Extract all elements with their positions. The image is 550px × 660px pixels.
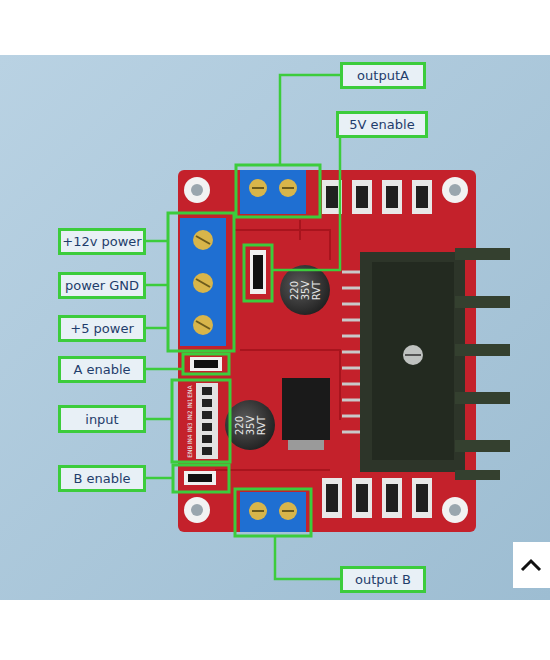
chip-pins [342, 272, 362, 432]
callout-box: 5V enable [336, 111, 428, 138]
capacitor [280, 265, 330, 315]
scroll-up-button [513, 542, 550, 588]
heatsink [342, 248, 510, 480]
callout-text: +12v power [62, 234, 141, 249]
callout-text: output B [355, 572, 411, 587]
callout-box: output B [340, 566, 426, 593]
capacitor-marking: 220 35V RVT [234, 409, 267, 441]
pin-name: ENB [186, 441, 193, 461]
capacitor-marking: 220 35V RVT [289, 274, 322, 306]
callout-box: power GND [58, 272, 146, 299]
callout-text: 5V enable [349, 117, 414, 132]
callout-text: input [85, 412, 118, 427]
callout-text: outputA [357, 68, 409, 83]
jumpers [184, 250, 266, 485]
photo-background [0, 55, 550, 600]
callout-box: outputA [340, 62, 426, 89]
highlight-frames [168, 165, 320, 536]
capacitor [225, 400, 275, 450]
callout-text: +5 power [70, 321, 133, 336]
callout-text: B enable [73, 471, 130, 486]
callout-text: A enable [73, 362, 130, 377]
callout-box: +12v power [58, 228, 146, 255]
leader-lines [145, 75, 340, 579]
regulator [282, 378, 330, 450]
callout-box: A enable [58, 356, 146, 383]
callout-box: B enable [58, 465, 146, 492]
callout-box: input [58, 405, 146, 433]
callout-box: +5 power [58, 315, 146, 342]
callout-text: power GND [65, 278, 139, 293]
